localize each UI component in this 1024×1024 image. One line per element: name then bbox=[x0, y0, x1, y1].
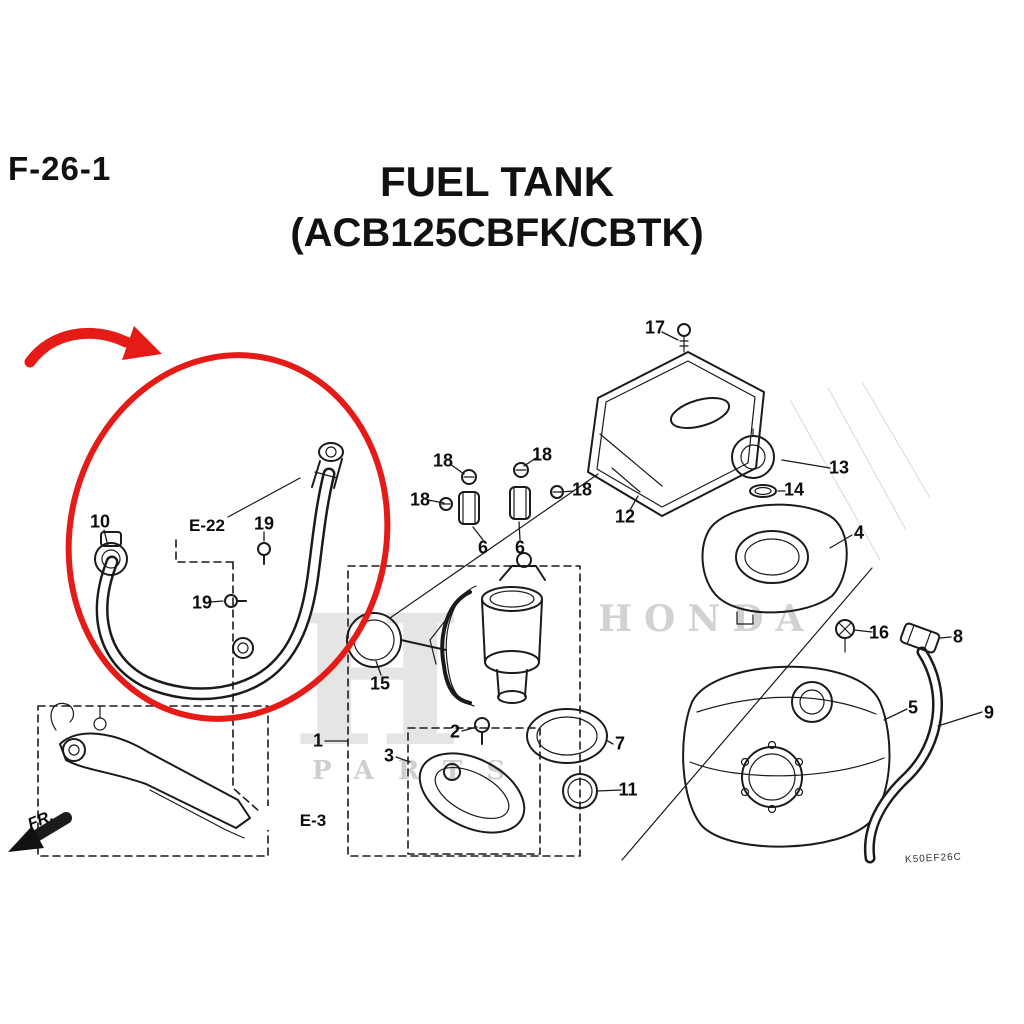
fr-direction-arrow bbox=[8, 812, 72, 852]
part-label-11: 11 bbox=[618, 779, 638, 800]
part-4-tank-cover bbox=[701, 503, 848, 625]
part-6-clamp-right bbox=[509, 486, 531, 520]
part-label-5: 5 bbox=[907, 697, 919, 718]
part-label-6-a: 6 bbox=[477, 537, 489, 558]
bracket-assembly bbox=[37, 702, 269, 857]
page-title: FUEL TANK (ACB125CBFK/CBTK) bbox=[0, 158, 994, 260]
part-label-7: 7 bbox=[614, 733, 626, 754]
part-label-3: 3 bbox=[383, 745, 395, 766]
title-line2: (ACB125CBFK/CBTK) bbox=[290, 211, 704, 255]
part-5-fuel-tank bbox=[682, 665, 891, 848]
part-18-screws bbox=[439, 462, 564, 511]
title-line1: FUEL TANK bbox=[379, 158, 615, 205]
part-label-14: 14 bbox=[783, 479, 805, 500]
exploded-alignment-lines bbox=[389, 473, 873, 861]
leader-lines bbox=[103, 331, 983, 792]
part-label-16: 16 bbox=[868, 622, 890, 643]
part-label-12: 12 bbox=[614, 506, 636, 527]
part-label-9: 9 bbox=[983, 702, 995, 723]
highlight-circle-and-arrow bbox=[24, 326, 391, 722]
part-label-4: 4 bbox=[853, 522, 865, 543]
part-label-18-c: 18 bbox=[409, 489, 431, 510]
part-label-18-d: 18 bbox=[571, 479, 593, 500]
part-8-hose-joint bbox=[899, 622, 941, 654]
part-label-15: 15 bbox=[369, 673, 391, 694]
part-6-clamp-left bbox=[458, 491, 480, 525]
part-label-19-b: 19 bbox=[191, 592, 213, 613]
part-label-19-a: 19 bbox=[253, 513, 275, 534]
e22-reference-lines bbox=[175, 477, 301, 813]
part-label-17: 17 bbox=[644, 317, 666, 338]
pump-assembly-boundary bbox=[347, 565, 581, 857]
part-label-2: 2 bbox=[449, 721, 461, 742]
part-13-fuel-cap bbox=[731, 428, 775, 479]
part-2-bolt bbox=[474, 717, 490, 745]
part-label-8: 8 bbox=[952, 626, 964, 647]
part-label-18-a: 18 bbox=[432, 450, 454, 471]
part-9-drain-hose bbox=[863, 646, 943, 864]
part-7-seal-ring bbox=[526, 708, 608, 764]
part-12-tray bbox=[587, 351, 765, 517]
ref-label-e22: E-22 bbox=[189, 516, 225, 535]
part-label-1: 1 bbox=[312, 730, 324, 751]
watermark-wing bbox=[789, 381, 931, 561]
part-label-13: 13 bbox=[828, 457, 850, 478]
part-10-fuel-hose bbox=[94, 442, 344, 701]
part-16-sensor bbox=[835, 619, 855, 653]
figure-ref-code: F-26-1 bbox=[8, 150, 112, 187]
part-label-10: 10 bbox=[89, 511, 111, 532]
part-label-6-b: 6 bbox=[514, 537, 526, 558]
part-1-fuel-pump bbox=[429, 552, 546, 707]
part-3-base-plate bbox=[407, 727, 541, 855]
part-label-18-b: 18 bbox=[531, 444, 553, 465]
part-14-gasket bbox=[749, 484, 777, 498]
e3-connector-icon bbox=[262, 806, 297, 830]
part-19-screws bbox=[224, 542, 271, 608]
ref-label-e3: E-3 bbox=[299, 811, 327, 830]
part-17-screw bbox=[677, 323, 691, 353]
